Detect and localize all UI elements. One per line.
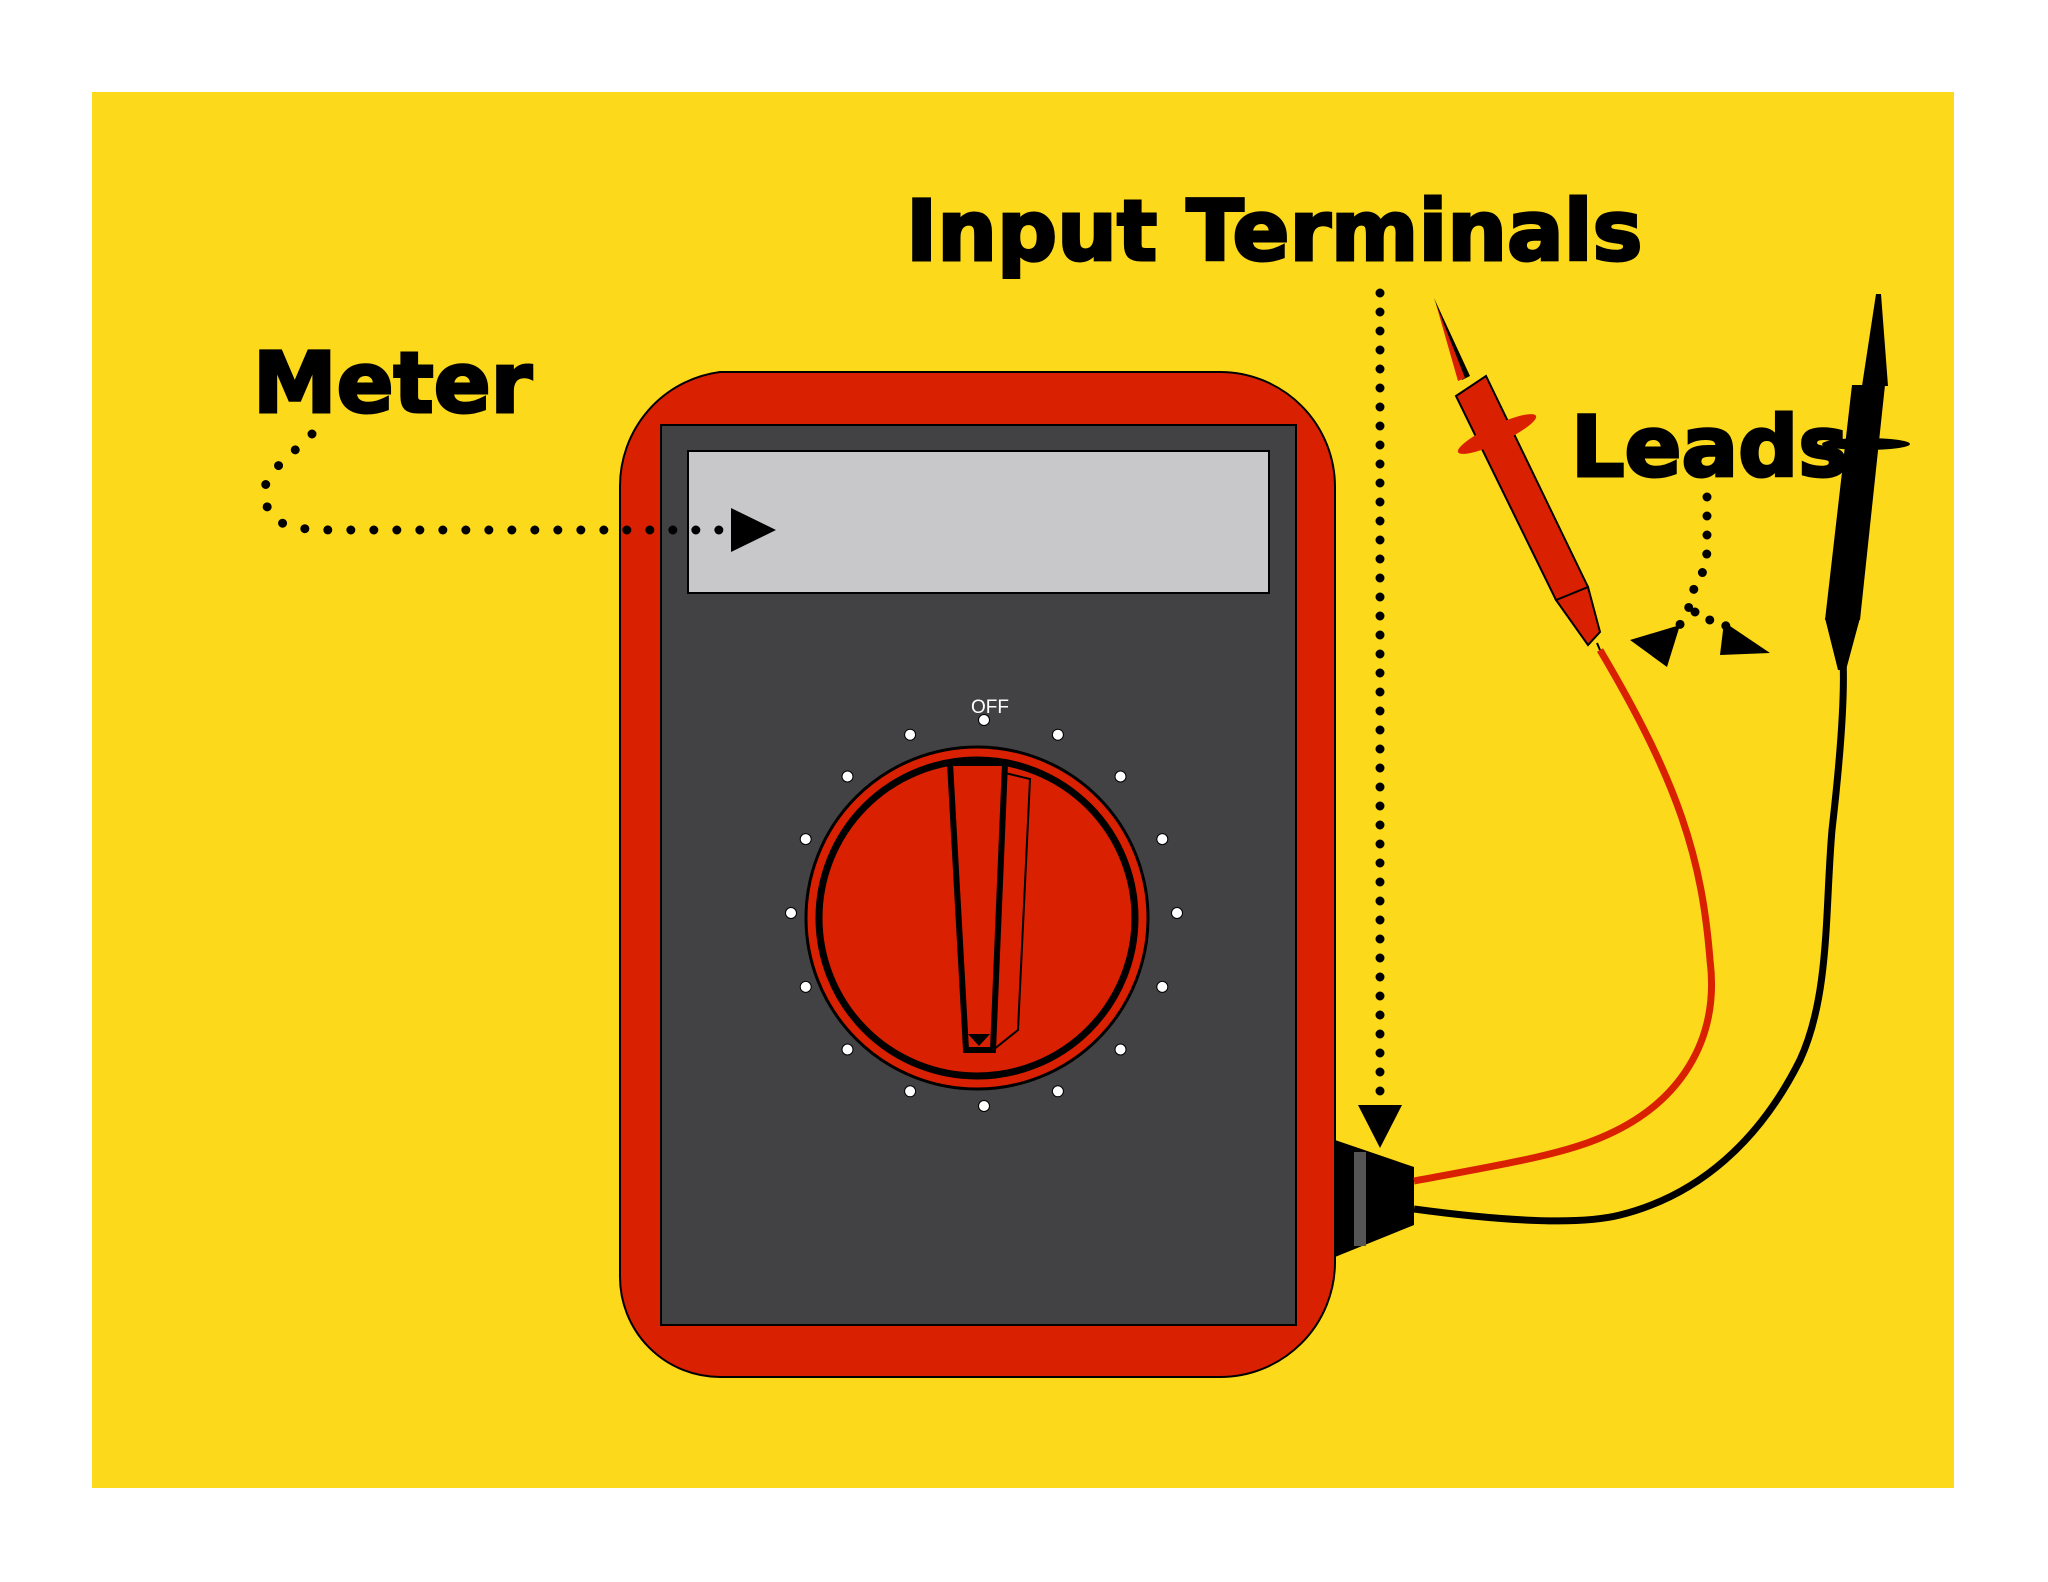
dial-position-dot <box>1156 833 1169 846</box>
dial-position-dot <box>799 980 812 993</box>
dial-off-label: OFF <box>971 697 1009 718</box>
red-probe-tip-fill <box>1436 304 1465 381</box>
dial-position-dot <box>904 728 917 741</box>
dial-position-dot <box>1156 980 1169 993</box>
leads-pointer-arrows <box>1630 492 1770 667</box>
rotary-dial[interactable]: OFF <box>785 697 1183 1112</box>
input-terminals-arrowhead <box>1358 1105 1402 1148</box>
black-lead <box>1413 294 1910 1225</box>
leads-arrowhead-right <box>1720 622 1770 655</box>
black-probe-collar <box>1825 618 1860 670</box>
input-terminals-pointer-arrow <box>1358 288 1402 1148</box>
leads-arrow-dots <box>1667 492 1712 645</box>
dial-position-dot <box>904 1085 917 1098</box>
dial-pointer-shadow <box>992 772 1032 1051</box>
dial-pointer-tip <box>968 1034 990 1046</box>
dial-position-dot <box>799 833 812 846</box>
meter-label: Meter <box>253 334 533 432</box>
terminal-jack-band <box>1354 1152 1366 1246</box>
meter-display <box>687 450 1270 594</box>
red-probe-cable-end <box>1596 642 1601 651</box>
input-terminal-block <box>1335 1140 1414 1257</box>
dial-position-dot <box>841 1043 854 1056</box>
black-probe-guard <box>1822 438 1910 450</box>
input-terminals-label: Input Terminals <box>906 182 1643 280</box>
dial-position-dot <box>1171 907 1183 919</box>
meter-arrowhead <box>731 508 776 552</box>
dial-position-dot <box>978 1100 990 1112</box>
dial-position-dot <box>841 770 854 783</box>
dial-position-dot <box>1114 1043 1127 1056</box>
red-probe-guard <box>1457 414 1537 454</box>
dial-position-dot <box>785 907 797 919</box>
leads-arrowhead-left <box>1630 625 1680 667</box>
meter-pointer-arrow <box>259 429 776 552</box>
red-lead <box>1413 298 1715 1185</box>
dial-position-dot <box>1114 770 1127 783</box>
dial-position-dots <box>785 714 1183 1112</box>
dial-position-dot <box>1051 728 1064 741</box>
red-lead-cable <box>1413 648 1715 1185</box>
black-probe-tip <box>1862 294 1888 386</box>
leads-arrow-dots-right <box>1690 607 1740 637</box>
red-probe-tip <box>1434 298 1470 380</box>
black-lead-cable <box>1413 659 1847 1225</box>
dial-position-dot <box>978 714 990 726</box>
leads-label: Leads <box>1571 398 1848 496</box>
dial-position-dot <box>1051 1085 1064 1098</box>
